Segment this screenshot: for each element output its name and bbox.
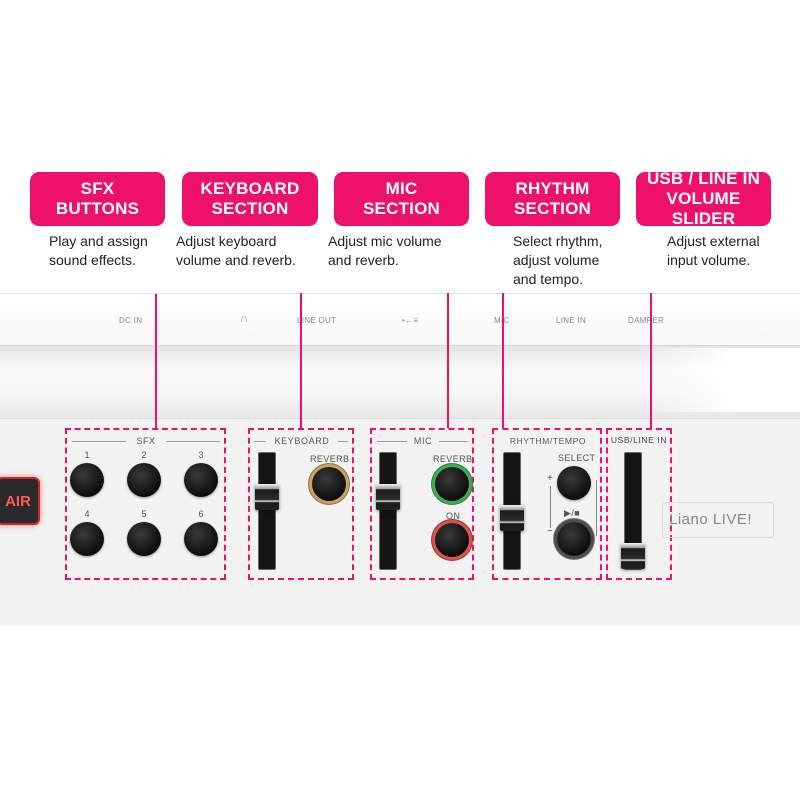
connector-rhythm (502, 293, 504, 428)
keyboard-volume-slider-track[interactable] (258, 452, 276, 570)
sfx-pad-5-label: 5 (141, 509, 147, 519)
connector-usb (650, 293, 652, 428)
port-mic-label: MIC (494, 316, 510, 325)
mic-title: MIC (413, 436, 433, 446)
mic-group-box (370, 428, 474, 580)
mic-volume-slider-track[interactable] (379, 452, 397, 570)
keyboard-title: KEYBOARD (274, 436, 330, 446)
mic-on-button[interactable] (435, 523, 469, 557)
headphone-icon: ∩ (240, 313, 249, 325)
keyboard-title-rule-left (254, 441, 266, 442)
keyboard-group-box (248, 428, 354, 580)
port-damper-label: DAMPER (628, 316, 665, 325)
tempo-up-icon: + (547, 473, 553, 484)
connector-keyboard (300, 293, 302, 428)
sfx-pad-2-button[interactable] (127, 463, 161, 497)
usb-line-in-slider-track[interactable] (624, 452, 642, 570)
brand-logo: Liano LIVE! (669, 511, 753, 528)
piano-control-panel (0, 418, 800, 626)
usb-line-in-title: USB/LINE IN (610, 435, 668, 445)
port-dc-in-label: DC IN (119, 316, 143, 325)
sfx-pad-6-label: 6 (198, 509, 204, 519)
rhythm-start-stop-button[interactable] (557, 522, 591, 556)
usb-line-in-group-box (606, 428, 672, 580)
brand-plate (662, 502, 774, 538)
connector-sfx (155, 294, 157, 428)
sfx-pad-5-button[interactable] (127, 522, 161, 556)
sfx-pad-1-label: 1 (84, 450, 90, 460)
rhythm-group-box (492, 428, 602, 580)
port-line-in-label: LINE IN (556, 316, 587, 325)
sfx-pad-2-label: 2 (141, 450, 147, 460)
mic-title-rule-left (377, 441, 407, 442)
sfx-group-box (65, 428, 226, 580)
tempo-left-rail (550, 486, 551, 528)
callout-mic-section: MIC SECTION (334, 172, 469, 226)
sfx-title: SFX (136, 436, 156, 446)
sfx-pad-1-button[interactable] (70, 463, 104, 497)
sfx-pad-3-label: 3 (198, 450, 204, 460)
description-mic: Adjust mic volume and reverb. (328, 233, 442, 268)
sfx-title-rule-left (72, 441, 126, 442)
sfx-pad-4-button[interactable] (70, 522, 104, 556)
keyboard-reverb-button[interactable] (312, 467, 346, 501)
sfx-title-rule-right (166, 441, 220, 442)
sfx-pad-4-label: 4 (84, 509, 90, 519)
mic-title-rule-right (439, 441, 468, 442)
rhythm-select-button[interactable] (557, 466, 591, 500)
mic-reverb-button[interactable] (435, 467, 469, 501)
description-rhythm: Select rhythm, adjust volume and tempo. (513, 233, 603, 287)
callout-sfx-buttons: SFX BUTTONS (30, 172, 165, 226)
ridge-highlight (640, 348, 800, 412)
mic-reverb-label: REVERB (433, 454, 473, 464)
sfx-pad-3-button[interactable] (184, 463, 218, 497)
port-line-out-label: LINE OUT (297, 316, 337, 325)
callout-keyboard-section: KEYBOARD SECTION (182, 172, 318, 226)
mic-volume-slider-handle[interactable] (376, 484, 400, 510)
rhythm-title: RHYTHM/TEMPO (509, 436, 587, 446)
air-button[interactable]: AIR (0, 477, 40, 525)
tempo-down-icon: − (547, 526, 553, 537)
play-stop-icon: ▶/■ (564, 508, 581, 518)
keyboard-reverb-label: REVERB (310, 454, 350, 464)
tempo-right-rail (596, 480, 597, 536)
keyboard-title-rule-right (338, 441, 348, 442)
rhythm-select-label: SELECT (558, 453, 596, 463)
connector-mic (447, 293, 449, 428)
description-usb-line-in: Adjust external input volume. (667, 233, 760, 268)
rhythm-volume-slider-handle[interactable] (500, 505, 524, 531)
keyboard-volume-slider-handle[interactable] (255, 484, 279, 510)
description-sfx: Play and assign sound effects. (49, 233, 148, 268)
usb-line-in-slider-handle[interactable] (621, 543, 645, 569)
callout-rhythm-section: RHYTHM SECTION (485, 172, 620, 226)
callout-usb-line-in-slider: USB / LINE IN VOLUME SLIDER (636, 169, 771, 228)
description-keyboard: Adjust keyboard volume and reverb. (176, 233, 296, 268)
sfx-pad-6-button[interactable] (184, 522, 218, 556)
usb-icon: •←≡ (402, 316, 419, 325)
mic-on-label: ON (446, 511, 461, 521)
